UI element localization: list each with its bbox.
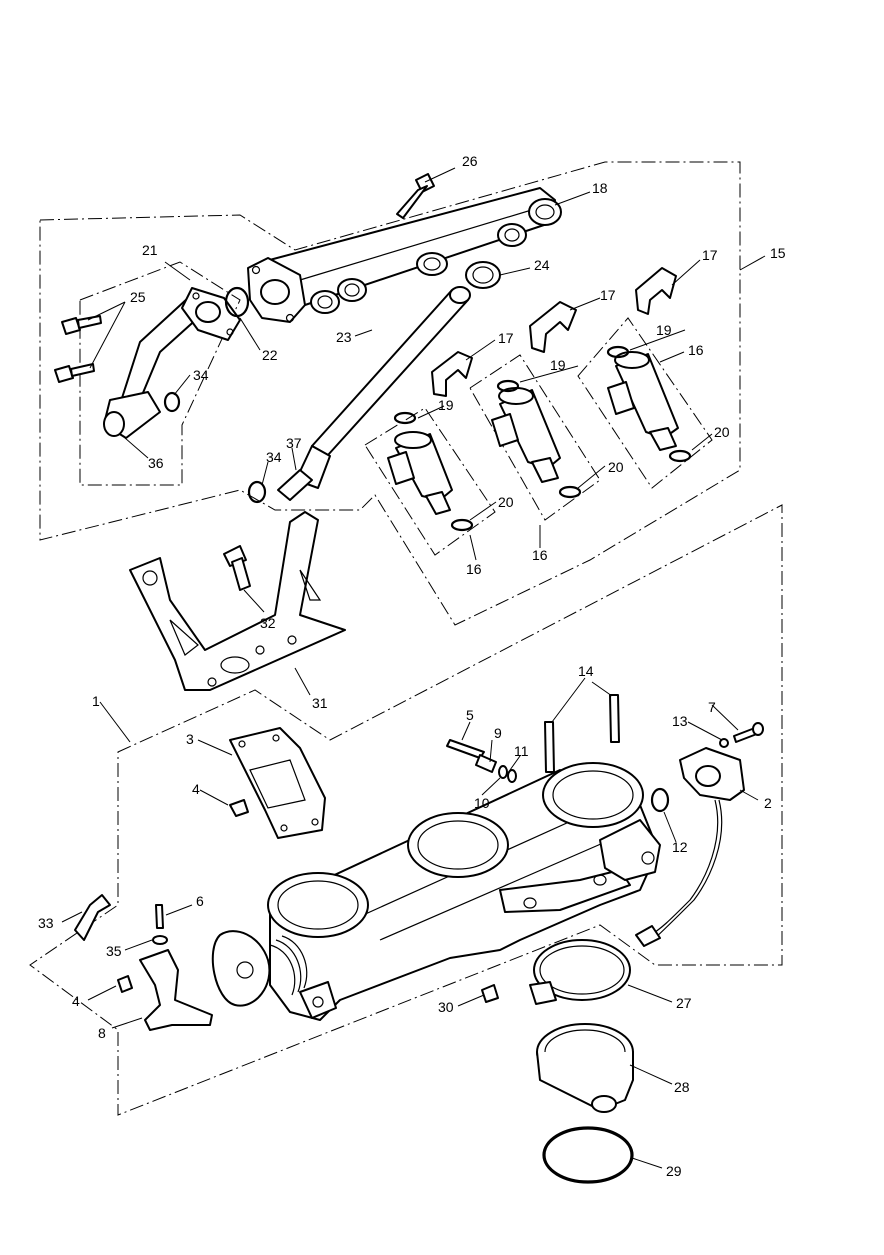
- callout-13: 13: [672, 713, 688, 729]
- callout-23: 23: [336, 329, 352, 345]
- callout-28: 28: [674, 1079, 690, 1095]
- callout-31: 31: [312, 695, 328, 711]
- callout-7: 7: [708, 699, 716, 715]
- callout-10: 10: [474, 795, 490, 811]
- callout-20-right: 20: [714, 424, 730, 440]
- callout-6: 6: [196, 893, 204, 909]
- o-ring-34-center: [247, 480, 267, 504]
- sensor-screws: [719, 722, 764, 748]
- callout-34-left: 34: [193, 367, 209, 383]
- callout-3: 3: [186, 731, 194, 747]
- injector-3: [607, 351, 679, 451]
- rail-collar: [465, 261, 501, 289]
- callout-30: 30: [438, 999, 454, 1015]
- callout-2: 2: [764, 795, 772, 811]
- callout-21: 21: [142, 242, 158, 258]
- throttle-body-outline: [29, 504, 783, 1116]
- callout-19-middle: 19: [550, 357, 566, 373]
- studs: [544, 694, 620, 773]
- callout-36: 36: [148, 455, 164, 471]
- callout-4-bottom: 4: [72, 993, 80, 1009]
- bracket-bolt: [223, 545, 251, 591]
- large-o-ring: [542, 1126, 634, 1184]
- o-ring-22: [224, 286, 250, 318]
- callout-18: 18: [592, 180, 608, 196]
- callout-17-middle: 17: [600, 287, 616, 303]
- callout-9: 9: [494, 725, 502, 741]
- callout-5: 5: [466, 707, 474, 723]
- callout-16-right: 16: [688, 342, 704, 358]
- callout-4-top: 4: [192, 781, 200, 797]
- callout-16-left: 16: [466, 561, 482, 577]
- callout-29: 29: [666, 1163, 682, 1179]
- callout-35: 35: [106, 943, 122, 959]
- pipe-bolts: [54, 315, 102, 383]
- throttle-body: [211, 762, 661, 1021]
- callout-19-left: 19: [438, 397, 454, 413]
- injector-o-rings: [393, 345, 692, 532]
- callout-17-right: 17: [702, 247, 718, 263]
- o-ring-34-left: [163, 391, 181, 413]
- callout-34-center: 34: [266, 449, 282, 465]
- callout-12: 12: [672, 839, 688, 855]
- small-hardware: [74, 799, 499, 1031]
- throttle-position-sensor: [635, 747, 745, 947]
- rail-bolt: [396, 173, 435, 219]
- callout-19-right: 19: [656, 322, 672, 338]
- plate-bracket: [229, 727, 326, 839]
- callout-15: 15: [770, 245, 786, 261]
- injector-1: [387, 431, 453, 515]
- injector-group-outline-1: [364, 407, 496, 556]
- crossover-pipe: [103, 287, 241, 439]
- callout-33: 33: [38, 915, 54, 931]
- fuel-pipe: [277, 286, 471, 501]
- callout-11: 11: [514, 743, 529, 759]
- group-outlines: [29, 161, 783, 1116]
- callout-8: 8: [98, 1025, 106, 1041]
- callout-27: 27: [676, 995, 692, 1011]
- fuel-rail-assembly-outline: [39, 161, 741, 626]
- callout-20-left: 20: [498, 494, 514, 510]
- injector-group-outline-3: [577, 317, 713, 489]
- callout-24: 24: [534, 257, 550, 273]
- callout-labels: 26 18 24 15 17 17 17 21 25 22 23 34 36 3…: [38, 153, 786, 1179]
- adapter-boot: [536, 1023, 634, 1113]
- hose-clamp: [529, 939, 631, 1005]
- mounting-bracket: [129, 511, 346, 691]
- fuel-rail: [247, 187, 562, 323]
- callout-25: 25: [130, 289, 146, 305]
- callout-20-middle: 20: [608, 459, 624, 475]
- injector-clips: [431, 267, 677, 397]
- callout-14: 14: [578, 663, 594, 679]
- callout-16-middle: 16: [532, 547, 548, 563]
- callout-1: 1: [92, 693, 100, 709]
- pipe-group-outline: [79, 261, 241, 486]
- callout-37: 37: [286, 435, 302, 451]
- idle-screw-set: [446, 739, 517, 783]
- callout-32: 32: [260, 615, 276, 631]
- leader-lines: [61, 167, 766, 1169]
- callout-17-left: 17: [498, 330, 514, 346]
- sensor-o-ring: [650, 787, 670, 813]
- callout-22: 22: [262, 347, 278, 363]
- callout-26: 26: [462, 153, 478, 169]
